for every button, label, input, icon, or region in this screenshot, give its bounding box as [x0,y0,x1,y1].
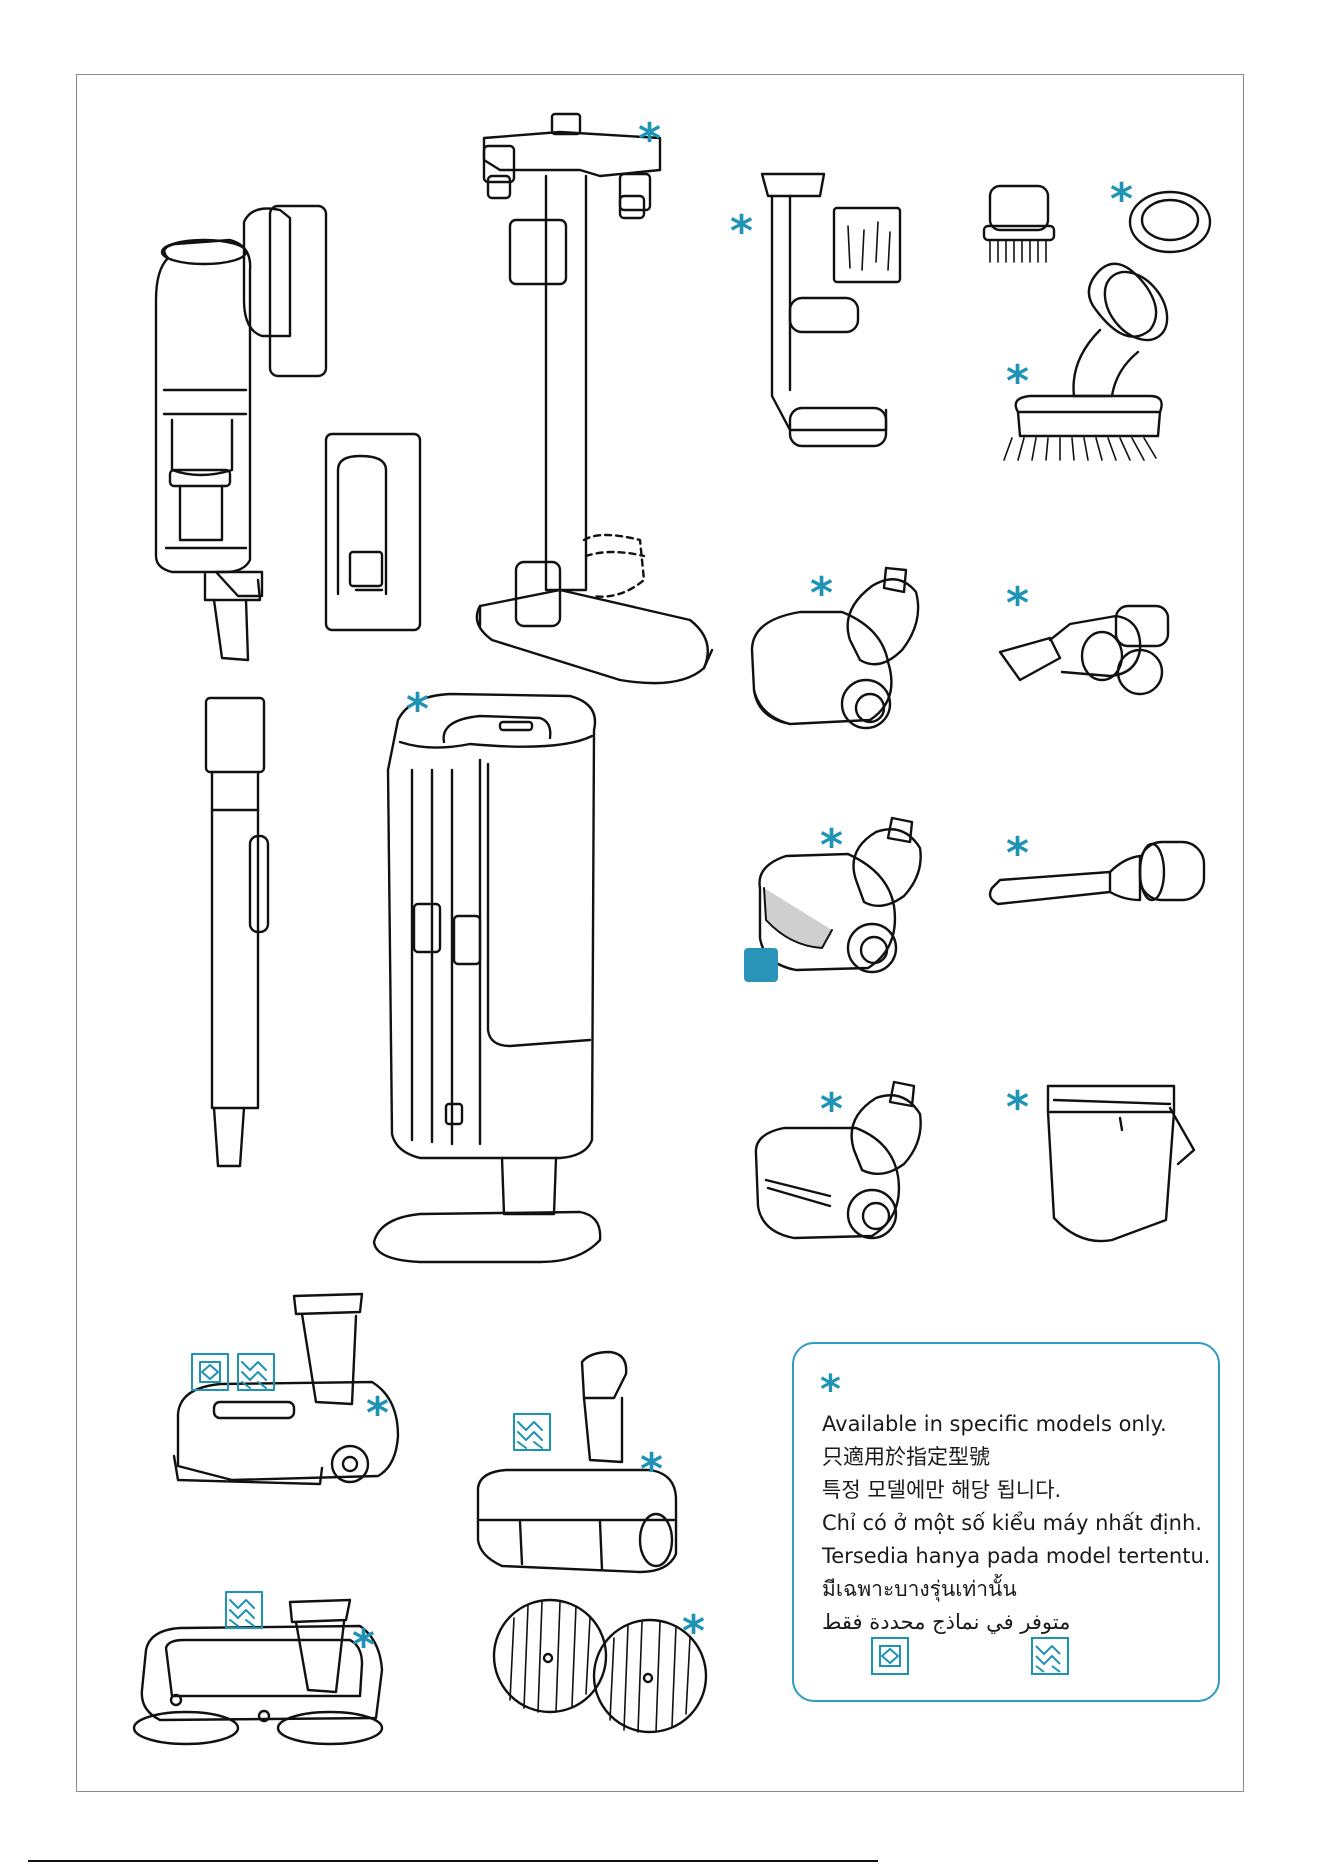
wet-pad-icon [226,1592,262,1628]
optional-marker: * [1006,582,1029,626]
handheld-vacuum-body [156,206,326,660]
floor-stand [477,114,712,683]
legend-line-ko: 특정 모델에만 해당 됩니다. [822,1474,1212,1507]
dust-bag [1048,1086,1194,1241]
legend-line-vi: Chỉ có ở một số kiểu máy nhất định. [822,1507,1212,1540]
optional-marker: * [730,210,753,254]
model-color-swatch [744,948,778,982]
optional-marker: * [810,572,833,616]
wall-tool-holder [762,174,900,446]
legend-star-icon: * [820,1370,841,1410]
wet-pad-icon [1032,1638,1068,1674]
legend-lines: Available in specific models only. 只適用於指… [822,1408,1212,1639]
optional-marker: * [1006,360,1029,404]
optional-marker: * [640,1448,663,1492]
spin-mop-head [134,1600,382,1744]
mini-motorized-tool [752,568,918,728]
clean-station [374,694,600,1262]
legend-pad-icons [870,1634,1090,1678]
optional-marker: * [1006,832,1029,876]
legend-line-id: Tersedia hanya pada model tertentu. [822,1540,1212,1573]
small-dusting-brush [984,186,1054,262]
optional-marker: * [820,824,843,868]
optional-marker: * [366,1392,389,1436]
legend-box: * Available in specific models only. 只適用… [792,1342,1220,1702]
optional-marker: * [1006,1086,1029,1130]
optional-marker: * [1110,178,1133,222]
wall-mount-bracket [326,434,420,630]
wet-pad-icon [514,1414,550,1450]
mop-pads [494,1600,706,1732]
combination-brush [1004,260,1180,460]
dry-pad-icon [872,1638,908,1674]
optional-marker: * [820,1088,843,1132]
legend-line-zh: 只適用於指定型號 [822,1441,1212,1474]
footer-rule [28,1860,878,1862]
optional-marker: * [682,1610,705,1654]
legend-line-th: มีเฉพาะบางรุ่นเท่านั้น [822,1573,1212,1606]
legend-line-en: Available in specific models only. [822,1408,1212,1441]
optional-marker: * [352,1624,375,1668]
optional-marker: * [638,118,661,162]
optional-marker: * [406,688,429,732]
extension-tube [206,698,268,1166]
filter-cap [1130,192,1210,252]
